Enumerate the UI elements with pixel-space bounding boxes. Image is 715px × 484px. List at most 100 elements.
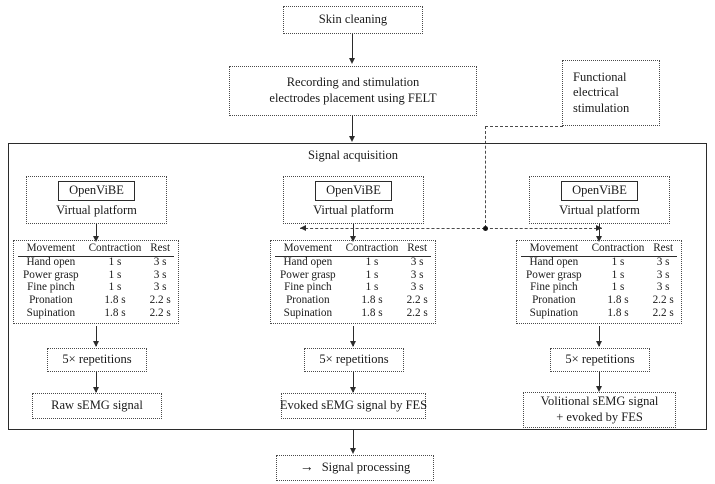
node-electrode-placement: Recording and stimulation electrodes pla… xyxy=(229,66,477,116)
table-row: Supination 1.8 s 2.2 s xyxy=(275,307,431,320)
connector-table-to-reps-left xyxy=(96,326,97,346)
cell-contraction: 1 s xyxy=(108,281,122,294)
cell-contraction: 1.8 s xyxy=(104,306,126,319)
connector-fes-vertical xyxy=(485,126,486,228)
table-row: Pronation 1.8 s 2.2 s xyxy=(275,294,431,308)
cell-movement: Fine pinch xyxy=(530,281,578,294)
connector-reps-to-output-right xyxy=(599,372,600,390)
table-header-row: Movement Contraction Rest xyxy=(18,242,174,257)
table-header-rest: Rest xyxy=(403,242,431,257)
node-fes-line2: electrical xyxy=(573,85,619,100)
cell-movement: Hand open xyxy=(529,256,579,269)
table-header-contraction: Contraction xyxy=(586,242,650,257)
cell-rest: 3 s xyxy=(410,268,424,281)
node-skin-cleaning: Skin cleaning xyxy=(283,6,423,34)
protocol-table-left: Movement Contraction Rest Hand open 1 s … xyxy=(13,240,179,324)
connector-skin-to-electrodes-arrowhead xyxy=(349,58,355,64)
table-header-row: Movement Contraction Rest xyxy=(521,242,677,257)
node-repetitions-left-label: 5× repetitions xyxy=(62,352,132,367)
node-electrode-placement-line2: electrodes placement using FELT xyxy=(269,91,437,105)
signal-processing-content: → Signal processing xyxy=(300,459,411,477)
connector-electrodes-to-acquisition xyxy=(352,116,353,138)
cell-contraction: 1 s xyxy=(108,256,122,269)
node-output-evoked-semg: Evoked sEMG signal by FES xyxy=(279,393,428,419)
signal-acquisition-container xyxy=(8,143,707,430)
node-output-evoked-semg-label: Evoked sEMG signal by FES xyxy=(279,398,428,413)
table-header-contraction: Contraction xyxy=(340,242,404,257)
cell-movement: Power grasp xyxy=(280,268,336,281)
openvibe-chip-right: OpenViBE xyxy=(561,181,638,202)
node-fes-line1: Functional xyxy=(573,69,627,84)
table-row: Supination 1.8 s 2.2 s xyxy=(18,307,174,320)
cell-contraction: 1.8 s xyxy=(104,294,126,307)
table-header-contraction: Contraction xyxy=(83,242,147,257)
node-output-volitional-semg-line1: Volitional sEMG signal xyxy=(540,394,659,409)
table-header-movement: Movement xyxy=(275,242,341,257)
cell-contraction: 1.8 s xyxy=(607,306,629,319)
connector-openvibe-to-table-middle-arrowhead xyxy=(350,236,356,242)
cell-rest: 3 s xyxy=(410,281,424,294)
right-arrow-icon: → xyxy=(299,460,314,476)
table-row: Fine pinch 1 s 3 s xyxy=(521,282,677,295)
table-row: Hand open 1 s 3 s xyxy=(18,256,174,269)
connector-table-to-reps-middle-arrowhead xyxy=(350,341,356,347)
openvibe-chip-middle: OpenViBE xyxy=(315,181,392,202)
cell-movement: Hand open xyxy=(26,256,76,269)
table-header-movement: Movement xyxy=(18,242,84,257)
cell-rest: 2.2 s xyxy=(406,294,428,307)
connector-reps-to-output-middle-arrowhead xyxy=(350,387,356,393)
cell-contraction: 1.8 s xyxy=(607,294,629,307)
connector-fes-bus-right-arrowhead xyxy=(596,224,602,231)
table-header-movement: Movement xyxy=(521,242,587,257)
cell-rest: 2.2 s xyxy=(652,306,674,319)
table-row: Power grasp 1 s 3 s xyxy=(18,269,174,282)
connector-fes-bus-left-arrowhead xyxy=(300,224,306,231)
node-functional-electrical-stimulation: Functional electrical stimulation xyxy=(562,60,660,126)
connector-reps-to-output-right-arrowhead xyxy=(596,386,602,392)
connector-openvibe-to-table-left-arrowhead xyxy=(93,236,99,242)
cell-movement: Pronation xyxy=(286,294,330,307)
connector-openvibe-to-table-right xyxy=(599,224,600,240)
connector-openvibe-to-table-middle xyxy=(353,224,354,240)
table-header-rest: Rest xyxy=(649,242,677,257)
table-header-row: Movement Contraction Rest xyxy=(275,242,431,257)
cell-rest: 3 s xyxy=(656,281,670,294)
node-openvibe-right: OpenViBE Virtual platform xyxy=(529,176,670,224)
cell-rest: 3 s xyxy=(153,281,167,294)
cell-movement: Power grasp xyxy=(526,268,582,281)
connector-fes-bus-right xyxy=(485,228,602,229)
connector-skin-to-electrodes xyxy=(352,34,353,60)
signal-acquisition-title: Signal acquisition xyxy=(308,148,398,162)
openvibe-caption-middle: Virtual platform xyxy=(313,203,394,218)
cell-rest: 3 s xyxy=(656,256,670,269)
openvibe-caption-left: Virtual platform xyxy=(56,203,137,218)
cell-movement: Hand open xyxy=(283,256,333,269)
cell-movement: Power grasp xyxy=(23,268,79,281)
table-row: Power grasp 1 s 3 s xyxy=(521,269,677,282)
cell-movement: Pronation xyxy=(532,294,576,307)
cell-rest: 2.2 s xyxy=(149,294,171,307)
connector-reps-to-output-left xyxy=(96,372,97,392)
cell-contraction: 1.8 s xyxy=(361,306,383,319)
connector-fes-horizontal-top xyxy=(485,126,563,127)
protocol-table-left-grid: Movement Contraction Rest Hand open 1 s … xyxy=(18,242,174,320)
cell-movement: Supination xyxy=(26,306,76,319)
table-row: Fine pinch 1 s 3 s xyxy=(18,282,174,295)
protocol-table-right-grid: Movement Contraction Rest Hand open 1 s … xyxy=(521,242,677,320)
cell-contraction: 1 s xyxy=(108,268,122,281)
cell-rest: 2.2 s xyxy=(149,306,171,319)
table-row: Pronation 1.8 s 2.2 s xyxy=(18,294,174,308)
cell-movement: Supination xyxy=(283,306,333,319)
connector-reps-to-output-left-arrowhead xyxy=(93,387,99,393)
node-output-volitional-semg-line2: + evoked by FES xyxy=(556,410,643,424)
table-row: Supination 1.8 s 2.2 s xyxy=(521,307,677,320)
cell-movement: Pronation xyxy=(29,294,73,307)
node-signal-processing: → Signal processing xyxy=(276,455,434,481)
connector-fes-bus-left xyxy=(300,228,485,229)
cell-rest: 3 s xyxy=(153,268,167,281)
table-row: Hand open 1 s 3 s xyxy=(521,256,677,269)
node-output-raw-semg: Raw sEMG signal xyxy=(32,393,162,419)
openvibe-chip-left: OpenViBE xyxy=(58,181,135,202)
cell-contraction: 1 s xyxy=(365,268,379,281)
connector-table-to-reps-right xyxy=(599,326,600,346)
